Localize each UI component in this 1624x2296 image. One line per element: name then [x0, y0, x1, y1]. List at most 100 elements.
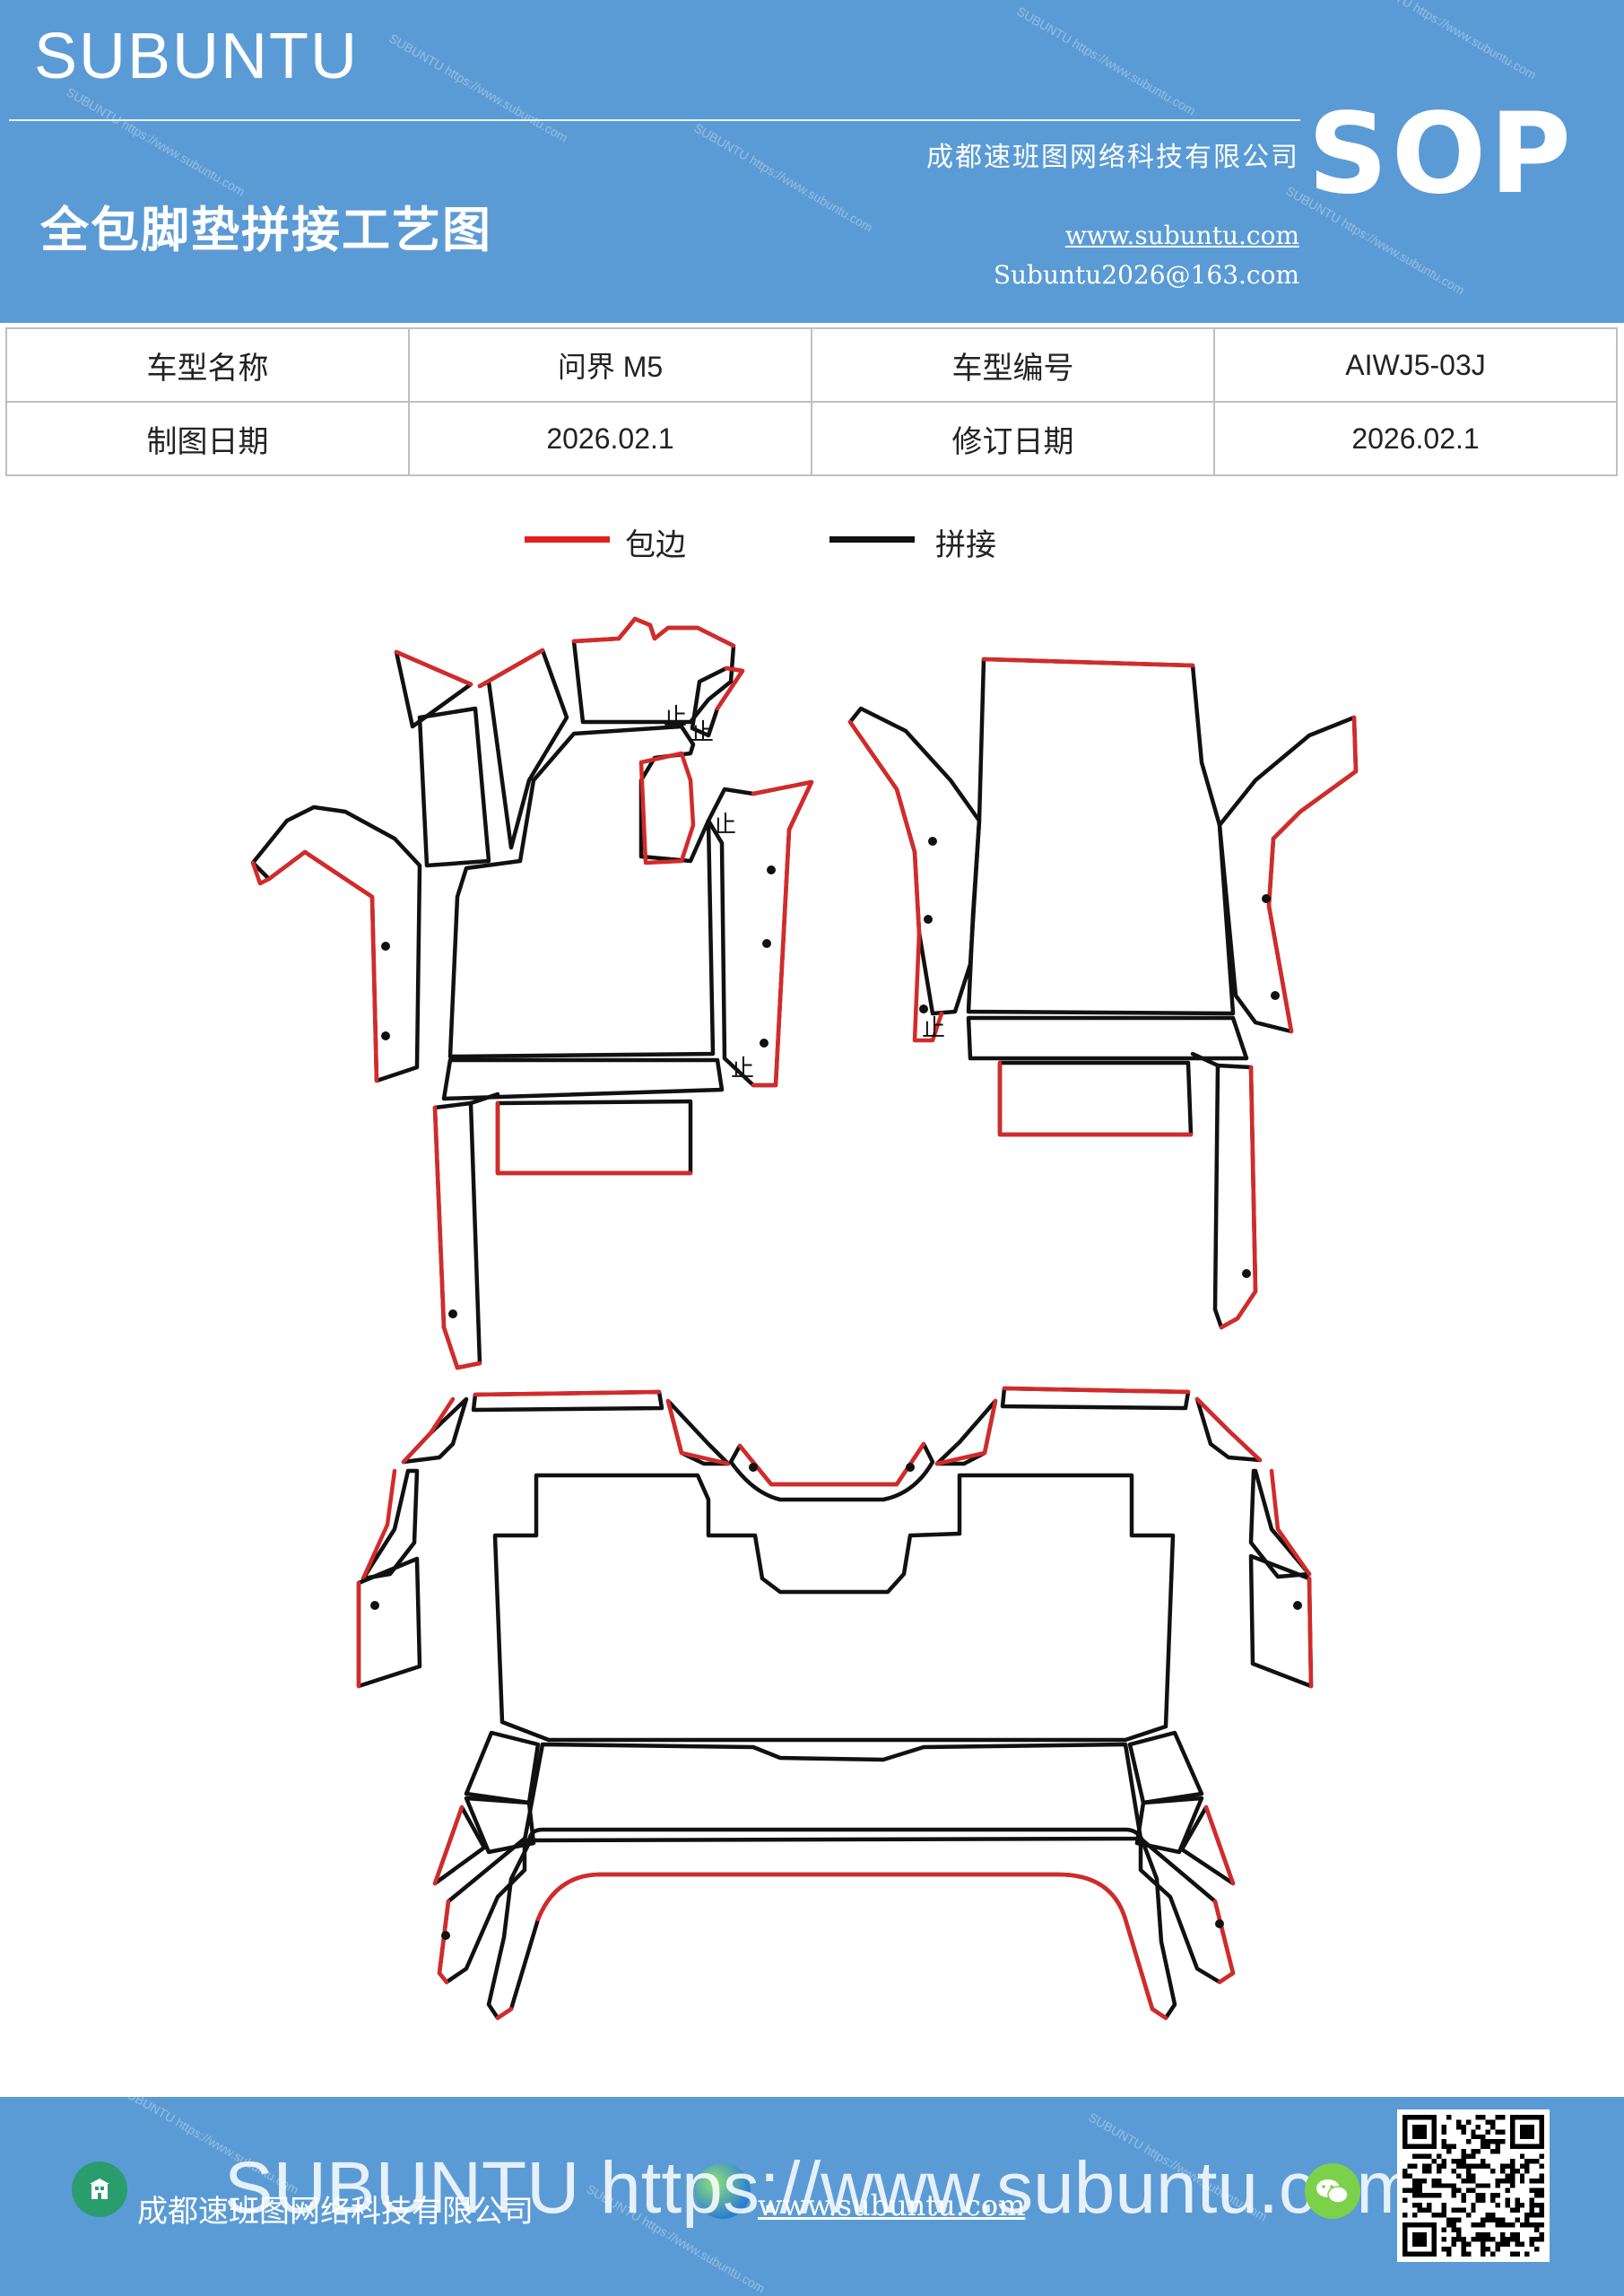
front-left-mat-group: 止 止 止 止	[250, 616, 814, 1370]
edge-binding	[432, 1805, 465, 1886]
table-cell: 车型名称	[5, 327, 410, 403]
fixing-point	[749, 1463, 758, 1472]
fixing-point	[1293, 1601, 1302, 1610]
edge-binding	[495, 2006, 514, 2021]
table-cell: 问界 M5	[408, 327, 812, 403]
fixing-point	[448, 1309, 457, 1318]
wechat-icon	[1305, 2163, 1360, 2219]
fixing-point	[381, 1031, 390, 1040]
rear-mat-group	[356, 1386, 1314, 2021]
contact-email: Subuntu2026@163.com	[993, 260, 1299, 290]
edge-binding	[934, 1398, 998, 1466]
edge-binding	[432, 1105, 482, 1370]
table-cell: AIWJ5-03J	[1213, 327, 1618, 403]
mat-piece	[1217, 715, 1359, 1034]
edge-binding	[473, 1389, 662, 1397]
edge-binding	[1203, 1805, 1236, 1886]
header-divider	[9, 119, 1300, 121]
edge-binding	[737, 1441, 926, 1487]
stop-mark: 止	[664, 704, 687, 731]
legend-label-seam: 拼接	[935, 527, 996, 563]
fixing-point	[928, 837, 937, 846]
mat-piece	[360, 1468, 420, 1581]
mat-piece	[437, 1836, 527, 1985]
footer-banner: SUBUNTU https://www.subuntu.com SUBUNTU …	[0, 2097, 1624, 2296]
edge-binding	[266, 849, 379, 1083]
mat-piece	[997, 1060, 1194, 1137]
fixing-point	[760, 1039, 769, 1048]
globe-icon	[695, 2163, 751, 2219]
mat-piece	[1248, 1468, 1312, 1579]
fixing-point	[1215, 1919, 1224, 1928]
edge-binding	[437, 1899, 451, 1985]
vehicle-info-table: 车型名称 问界 M5 车型编号 AIWJ5-03J 制图日期 2026.02.1…	[5, 327, 1618, 476]
edge-binding	[1219, 1065, 1258, 1330]
edge-binding	[751, 779, 814, 1088]
mat-piece	[1179, 1805, 1236, 1886]
mat-piece	[492, 1473, 1176, 1743]
edge-binding	[477, 648, 545, 689]
legend-swatch-seam	[829, 536, 915, 543]
mat-piece	[522, 1742, 1143, 1843]
edge-binding	[1266, 715, 1359, 1034]
edge-binding	[715, 665, 745, 711]
table-cell: 制图日期	[5, 401, 410, 476]
front-right-mat-group: 止	[847, 657, 1359, 1330]
seam-line	[468, 1091, 500, 1106]
fixing-point	[906, 1463, 915, 1472]
mat-piece	[417, 706, 491, 868]
stop-mark: 止	[731, 1056, 754, 1083]
mat-piece	[1127, 1730, 1204, 1805]
mat-piece	[966, 657, 1236, 1016]
mat-piece	[464, 1730, 541, 1805]
edge-binding	[997, 1060, 1194, 1137]
edge-binding	[495, 1100, 693, 1176]
stop-mark: 止	[922, 1015, 945, 1042]
fixing-point	[1271, 991, 1280, 1000]
mat-piece	[966, 1015, 1249, 1061]
mat-piece	[447, 724, 716, 1059]
edge-binding	[1269, 1468, 1312, 1577]
edge-binding	[360, 1468, 397, 1581]
header-banner: SUBUNTU https://www.subuntu.com SUBUNTU …	[0, 0, 1624, 323]
edge-binding	[1002, 1386, 1191, 1395]
edge-binding	[665, 1398, 731, 1466]
mat-piece	[495, 1099, 693, 1176]
legend-label-edge: 包边	[625, 527, 686, 563]
mat-piece	[1212, 1063, 1258, 1330]
qr-code	[1397, 2109, 1550, 2262]
table-cell: 车型编号	[811, 327, 1215, 403]
table-cell: 2026.02.1	[1213, 401, 1618, 476]
seam-line	[1190, 1051, 1220, 1068]
edge-binding	[394, 649, 473, 687]
stop-mark: 止	[713, 812, 736, 839]
fixing-point	[441, 1931, 450, 1940]
edge-binding	[1307, 1576, 1314, 1689]
edge-binding	[1194, 1396, 1263, 1463]
edge-binding	[981, 657, 1195, 668]
table-cell: 修订日期	[811, 401, 1215, 476]
brand-name: SUBUNTU	[34, 21, 360, 92]
mat-piece	[356, 1556, 422, 1689]
fixing-point	[919, 1004, 928, 1013]
mat-pattern-diagram: 止 止 止 止	[250, 616, 1359, 2021]
legend: 包边 拼接	[0, 520, 1624, 574]
edge-binding	[638, 751, 696, 865]
fixing-point	[370, 1601, 379, 1610]
fixing-point	[381, 942, 390, 951]
edge-binding	[535, 1872, 1168, 2021]
mat-piece	[464, 1796, 536, 1855]
edge-binding	[847, 719, 944, 1043]
website-link[interactable]: www.subuntu.com	[1064, 221, 1299, 250]
stop-mark: 止	[690, 719, 714, 746]
mat-piece	[934, 1398, 998, 1466]
sop-badge: SOP	[1307, 90, 1575, 219]
mat-piece	[1134, 1796, 1204, 1855]
footer-website-link[interactable]: www.subuntu.com	[758, 2188, 1026, 2222]
company-name: 成都速班图网络科技有限公司	[926, 142, 1299, 173]
footer-watermark-overlay: SUBUNTU https://www.subuntu.com	[224, 2147, 1418, 2229]
fixing-point	[767, 865, 776, 874]
legend-swatch-edge	[525, 536, 610, 543]
edge-binding	[1212, 1899, 1236, 1985]
fixing-point	[1262, 894, 1271, 903]
